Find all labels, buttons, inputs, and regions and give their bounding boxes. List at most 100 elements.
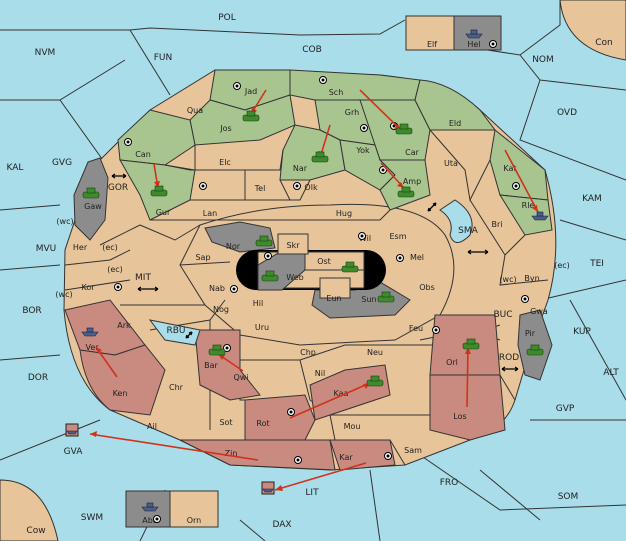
svg-text:GVA: GVA xyxy=(64,447,84,457)
svg-text:FRO: FRO xyxy=(440,478,459,488)
svg-text:Sch: Sch xyxy=(329,88,344,97)
svg-text:Her: Her xyxy=(73,243,88,252)
svg-text:COB: COB xyxy=(302,45,322,55)
region-kar[interactable] xyxy=(329,439,396,471)
svg-text:Grh: Grh xyxy=(345,108,359,117)
svg-text:OVD: OVD xyxy=(557,108,577,118)
svg-text:Esm: Esm xyxy=(389,232,406,241)
svg-text:SOM: SOM xyxy=(558,492,579,502)
region-rle[interactable] xyxy=(499,194,553,236)
svg-text:Gur: Gur xyxy=(156,208,171,217)
svg-text:Sun: Sun xyxy=(361,295,376,304)
region-los[interactable] xyxy=(429,374,506,441)
svg-text:Can: Can xyxy=(135,150,151,159)
svg-text:Hil: Hil xyxy=(253,299,263,308)
svg-text:Nab: Nab xyxy=(209,284,225,293)
svg-text:KUP: KUP xyxy=(573,327,591,337)
svg-text:LIT: LIT xyxy=(305,488,319,498)
svg-text:Kor: Kor xyxy=(81,283,95,292)
svg-text:(ec): (ec) xyxy=(102,243,118,252)
svg-text:Zin: Zin xyxy=(225,449,238,458)
fleet-units xyxy=(65,29,549,512)
svg-text:Hel: Hel xyxy=(467,40,480,49)
svg-text:POL: POL xyxy=(218,13,236,23)
svg-text:Sot: Sot xyxy=(219,418,232,427)
channel-connectors xyxy=(111,173,519,372)
svg-text:Mel: Mel xyxy=(410,253,424,262)
svg-text:(wc): (wc) xyxy=(56,217,73,226)
svg-text:Web: Web xyxy=(286,273,303,282)
region-ken[interactable] xyxy=(79,344,166,416)
svg-text:RBU: RBU xyxy=(166,326,185,336)
svg-text:Los: Los xyxy=(453,412,466,421)
svg-text:Byn: Byn xyxy=(524,274,539,283)
svg-text:Pir: Pir xyxy=(525,329,536,338)
region-orn[interactable] xyxy=(169,490,219,528)
army-units xyxy=(82,110,544,387)
region-elf[interactable] xyxy=(405,15,455,51)
svg-text:Lan: Lan xyxy=(203,209,217,218)
region-eld[interactable] xyxy=(414,79,496,131)
svg-text:Nog: Nog xyxy=(213,305,229,314)
svg-text:(ec): (ec) xyxy=(107,265,123,274)
svg-text:Kat: Kat xyxy=(503,164,516,173)
region-eun[interactable] xyxy=(319,277,351,299)
svg-text:Nor: Nor xyxy=(226,242,241,251)
svg-text:Jos: Jos xyxy=(219,124,231,133)
svg-text:Ken: Ken xyxy=(113,389,128,398)
svg-text:(ec): (ec) xyxy=(554,261,570,270)
svg-text:Qwi: Qwi xyxy=(233,373,248,382)
svg-text:Amp: Amp xyxy=(403,177,421,186)
svg-text:Con: Con xyxy=(595,38,613,48)
svg-text:Sap: Sap xyxy=(195,253,210,262)
region-skr[interactable] xyxy=(277,233,309,255)
svg-text:Mou: Mou xyxy=(344,422,361,431)
svg-text:BUC: BUC xyxy=(493,310,512,320)
svg-text:Cow: Cow xyxy=(26,526,45,536)
svg-text:ALT: ALT xyxy=(603,368,619,378)
svg-text:Car: Car xyxy=(405,148,419,157)
svg-text:Uta: Uta xyxy=(444,159,458,168)
svg-text:Nil: Nil xyxy=(315,369,325,378)
order-arrows xyxy=(89,89,539,491)
svg-text:Qua: Qua xyxy=(187,106,203,115)
svg-text:KAL: KAL xyxy=(7,163,24,173)
svg-text:GOR: GOR xyxy=(108,183,128,193)
svg-text:Kar: Kar xyxy=(339,453,353,462)
inner-sea-rbu xyxy=(148,319,201,346)
sea-labels: POL COB NVM FUN NOM OVD Con KAL GVG GOR … xyxy=(7,13,620,536)
svg-text:Skr: Skr xyxy=(287,241,301,250)
svg-text:DAX: DAX xyxy=(272,520,291,530)
svg-text:(wc): (wc) xyxy=(499,275,516,284)
svg-text:Sam: Sam xyxy=(404,446,422,455)
svg-text:Ark: Ark xyxy=(117,321,131,330)
svg-text:GVG: GVG xyxy=(52,158,72,168)
svg-text:TEI: TEI xyxy=(589,259,604,269)
svg-text:ROD: ROD xyxy=(499,353,519,363)
svg-text:Chp: Chp xyxy=(300,348,316,357)
svg-text:Obs: Obs xyxy=(419,283,435,292)
svg-text:MVU: MVU xyxy=(36,244,57,254)
svg-text:Rot: Rot xyxy=(256,419,269,428)
svg-text:Uru: Uru xyxy=(255,323,269,332)
svg-text:Eun: Eun xyxy=(326,294,341,303)
svg-text:Tel: Tel xyxy=(254,184,266,193)
svg-text:DOR: DOR xyxy=(28,373,48,383)
svg-text:BOR: BOR xyxy=(22,306,41,316)
svg-text:Gwa: Gwa xyxy=(530,307,548,316)
svg-text:KAM: KAM xyxy=(582,194,602,204)
region-gaw[interactable] xyxy=(73,157,109,241)
svg-text:GVP: GVP xyxy=(556,404,575,414)
svg-text:Bri: Bri xyxy=(492,220,503,229)
svg-text:Orn: Orn xyxy=(187,516,202,525)
svg-text:Feu: Feu xyxy=(409,324,423,333)
supply-centers xyxy=(114,40,529,523)
svg-text:Nar: Nar xyxy=(293,164,308,173)
region-rot[interactable] xyxy=(244,394,316,441)
region-bar[interactable] xyxy=(194,329,261,401)
land-borders xyxy=(64,129,549,466)
svg-text:Jad: Jad xyxy=(244,87,257,96)
svg-text:Chr: Chr xyxy=(169,383,184,392)
svg-text:Elf: Elf xyxy=(427,40,437,49)
